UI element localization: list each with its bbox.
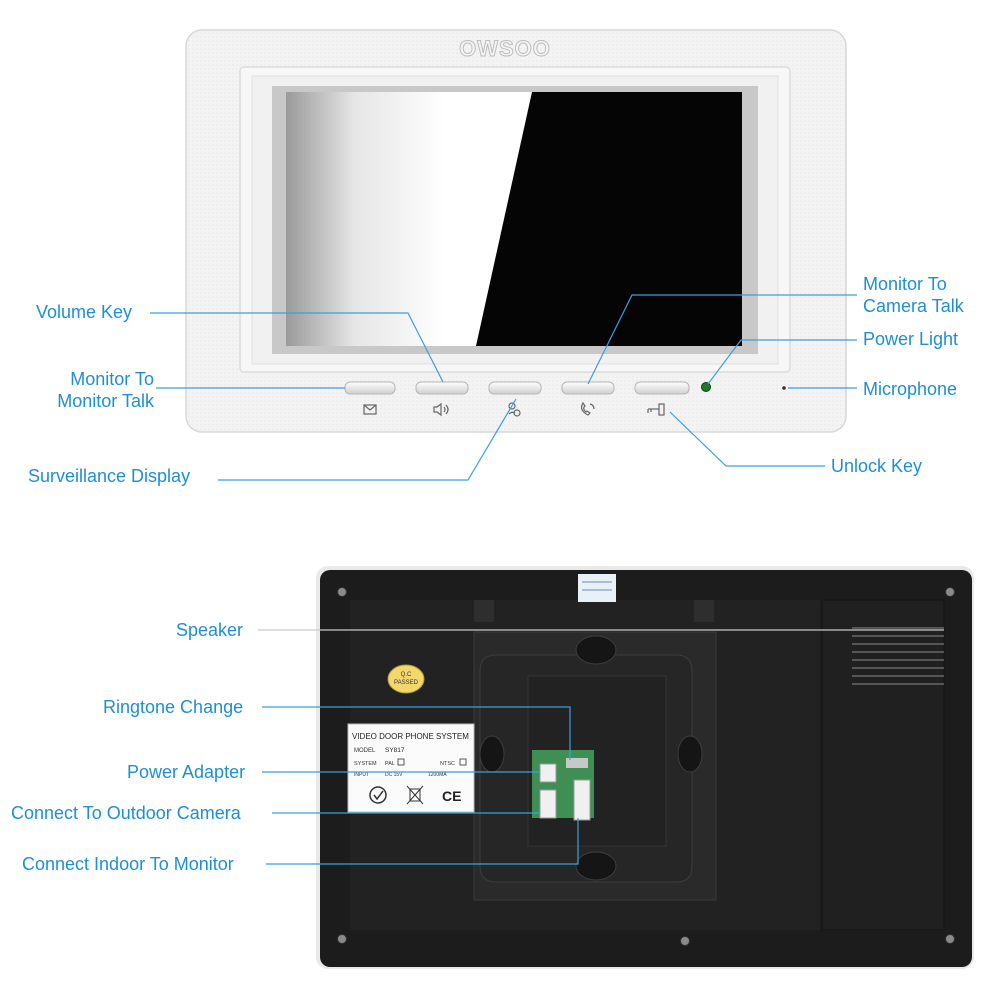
svg-text:Q.C: Q.C — [401, 672, 412, 678]
leader-unlock-key — [669, 411, 825, 467]
leader-surveillance — [218, 398, 517, 481]
qc-passed-sticker: Q.C PASSED — [387, 664, 425, 694]
ringtone-switch[interactable] — [566, 758, 588, 768]
svg-text:1200MA: 1200MA — [428, 772, 447, 778]
leader-indoor-monitor — [266, 818, 579, 865]
speaker-volume-icon — [433, 402, 449, 417]
camera-talk-button[interactable] — [561, 381, 615, 395]
label-monitor-to-monitor-talk: Monitor To Monitor Talk — [30, 368, 154, 412]
svg-text:VIDEO DOOR PHONE SYSTEM: VIDEO DOOR PHONE SYSTEM — [352, 732, 469, 741]
label-power-adapter: Power Adapter — [127, 762, 246, 782]
back-leader-lines — [258, 629, 944, 865]
label-ringtone-change: Ringtone Change — [103, 697, 244, 717]
label-unlock-key: Unlock Key — [831, 456, 923, 476]
label-microphone: Microphone — [863, 379, 958, 399]
envelope-icon — [363, 404, 377, 415]
label-monitor-talk-line-2: Monitor Talk — [57, 391, 154, 411]
back-monitor: Q.C PASSED VIDEO DOOR PHONE SYSTEM MODEL… — [316, 566, 974, 969]
surveillance-icon — [508, 402, 521, 417]
front-monitor: OWSOO — [185, 29, 847, 433]
screws — [337, 587, 955, 946]
weee-bin-icon — [406, 785, 424, 805]
label-speaker: Speaker — [176, 620, 244, 640]
certification-mark — [369, 786, 387, 804]
microphone-hole — [782, 386, 786, 390]
label-surveillance-display: Surveillance Display — [28, 466, 191, 486]
wall-bracket — [473, 631, 717, 901]
speaker-grille — [852, 627, 944, 685]
outdoor-camera-connector — [539, 789, 557, 819]
monitor-talk-button[interactable] — [344, 381, 396, 395]
circuit-board — [532, 750, 594, 821]
label-monitor-talk-line-1: Monitor To — [70, 369, 154, 389]
volume-button[interactable] — [415, 381, 469, 395]
indoor-monitor-connector — [573, 779, 591, 821]
label-power-light: Power Light — [863, 329, 959, 349]
leader-camera-talk — [587, 294, 857, 385]
handset-talk-icon — [581, 401, 595, 416]
svg-text:SYSTEM: SYSTEM — [354, 761, 377, 767]
svg-text:INPUT: INPUT — [354, 772, 369, 778]
svg-text:PASSED: PASSED — [394, 680, 419, 686]
screen — [272, 86, 758, 354]
label-volume-key: Volume Key — [36, 302, 133, 322]
power-connector — [539, 763, 557, 783]
svg-text:OWSOO: OWSOO — [459, 36, 551, 61]
svg-text:SY817: SY817 — [385, 747, 405, 754]
spec-sticker: VIDEO DOOR PHONE SYSTEM MODEL SY817 SYST… — [347, 723, 475, 813]
unlock-button[interactable] — [634, 381, 690, 395]
svg-text:DC 15V: DC 15V — [385, 772, 403, 778]
label-camera-talk-line-2: Camera Talk — [863, 296, 964, 316]
label-connect-outdoor-camera: Connect To Outdoor Camera — [11, 803, 241, 823]
label-connect-indoor-monitor: Connect Indoor To Monitor — [22, 854, 234, 874]
power-light — [701, 382, 711, 392]
leader-ringtone — [262, 706, 571, 760]
label-monitor-to-camera-talk: Monitor To Camera Talk — [863, 273, 964, 317]
barcode-label — [578, 574, 616, 602]
leader-power-light — [707, 339, 857, 385]
leader-volume-key — [150, 312, 444, 383]
brand-logo: OWSOO — [459, 36, 551, 62]
svg-text:PAL: PAL — [385, 761, 395, 767]
svg-text:MODEL: MODEL — [354, 748, 376, 754]
label-camera-talk-line-1: Monitor To — [863, 274, 947, 294]
key-icon — [647, 403, 665, 416]
surveillance-button[interactable] — [488, 381, 542, 395]
svg-text:NTSC: NTSC — [440, 761, 455, 767]
front-leader-lines — [150, 294, 857, 481]
front-buttons — [344, 381, 690, 395]
svg-text:CE: CE — [442, 788, 461, 804]
